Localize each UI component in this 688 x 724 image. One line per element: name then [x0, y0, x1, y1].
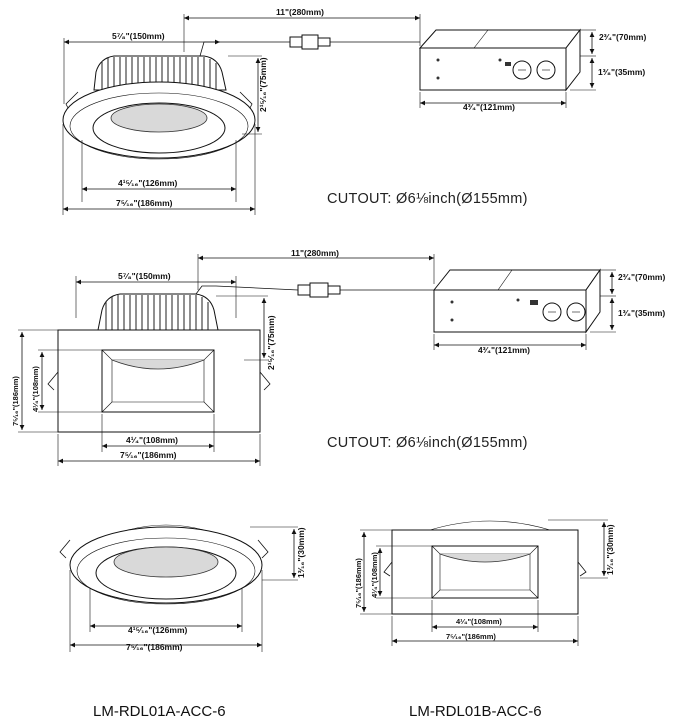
height-label: 1³⁄₁₆"(30mm): [296, 527, 306, 578]
inner-width-label: 4¹⁄₄"(108mm): [456, 617, 502, 626]
junction-box: [418, 28, 582, 92]
body-width-label: 5⁷⁄₈"(150mm): [112, 31, 165, 41]
height-label: 2¹⁵⁄₁₆"(75mm): [258, 57, 268, 112]
height-label: 1³⁄₁₆"(30mm): [605, 524, 615, 575]
cable-length-label: 11"(280mm): [291, 248, 339, 258]
box-width-label: 4³⁄₄"(121mm): [463, 102, 515, 112]
outer-height-label: 7⁵⁄₁₆"(186mm): [11, 376, 20, 426]
junction-box: [432, 268, 601, 334]
inner-height-label: 4¹⁄₄"(108mm): [370, 552, 379, 598]
cutout-label: CUTOUT: Ø6⅛inch(Ø155mm): [327, 435, 528, 451]
square-trim: [391, 529, 579, 615]
round-trim-drawing: 1³⁄₁₆"(30mm) 4¹⁵⁄₁₆"(126mm) 7⁵⁄₁₆"(186mm…: [59, 524, 306, 720]
box-depth-label: 1³⁄₈"(35mm): [598, 67, 645, 77]
spring-clip-left: [47, 371, 59, 391]
outer-height-label: 7⁵⁄₁₆"(186mm): [354, 558, 363, 608]
spring-clip-right: [259, 371, 271, 391]
square-trim-drawing: 1³⁄₁₆"(30mm) 7⁵⁄₁₆"(186mm) 4¹⁄₄"(108mm) …: [354, 519, 615, 720]
cutout-label: CUTOUT: Ø6⅛inch(Ø155mm): [327, 191, 528, 207]
outer-diameter-label: 7⁵⁄₁₆"(186mm): [116, 198, 173, 208]
outer-width-label: 7⁵⁄₁₆"(186mm): [120, 450, 177, 460]
heatsink-fins: [97, 293, 219, 331]
square-opening: [101, 349, 215, 413]
inner-width-label: 4¹⁄₄"(108mm): [126, 435, 178, 445]
inner-height-label: 4¹⁄₄"(108mm): [31, 366, 40, 412]
outer-diameter-label: 7⁵⁄₁₆"(186mm): [126, 642, 183, 652]
power-cable: [199, 41, 290, 57]
cable-connector: [297, 282, 341, 298]
box-width-label: 4³⁄₄"(121mm): [478, 345, 530, 355]
power-cable: [195, 285, 299, 295]
inner-diameter-label: 4¹⁵⁄₁₆"(126mm): [128, 625, 188, 635]
cable-connector: [289, 34, 331, 50]
height-label: 2¹⁵⁄₁₆"(75mm): [266, 315, 276, 370]
box-height-label: 2³⁄₄"(70mm): [618, 272, 665, 282]
outer-width-label: 7⁵⁄₁₆"(186mm): [446, 632, 496, 641]
box-depth-label: 1³⁄₈"(35mm): [618, 308, 665, 318]
model-name-round: LM-RDL01A-ACC-6: [93, 703, 226, 720]
cable-length-label: 11"(280mm): [276, 7, 324, 17]
body-width-label: 5⁷⁄₈"(150mm): [118, 271, 171, 281]
inner-diameter-label: 4¹⁵⁄₁₆"(126mm): [118, 178, 178, 188]
square-downlight-drawing: 11"(280mm) 5⁷⁄₈"(150mm) 2¹⁵⁄₁₆"(75mm) 7⁵…: [11, 248, 665, 466]
box-height-label: 2³⁄₄"(70mm): [599, 32, 646, 42]
model-name-square: LM-RDL01B-ACC-6: [409, 703, 542, 720]
round-downlight-drawing: 11"(280mm) 5⁷⁄₈"(150mm) 2¹⁵⁄₁₆"(75mm) 4¹…: [62, 7, 646, 215]
